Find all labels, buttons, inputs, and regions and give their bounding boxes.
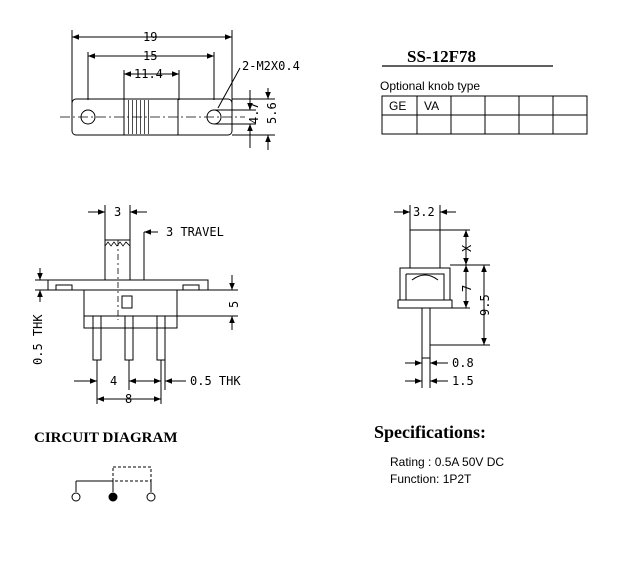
- knob-cell-1: GE: [389, 99, 406, 113]
- dim-travel: 3 TRAVEL: [166, 225, 224, 239]
- terminal-common: [108, 492, 118, 502]
- dim-body-height: 5: [227, 301, 241, 308]
- dim-0-8: 0.8: [452, 356, 474, 370]
- dim-pin-thickness: 0.5 THK: [190, 374, 241, 388]
- terminal-2: [146, 492, 156, 502]
- dim-side-knob-width: 3.2: [413, 205, 435, 219]
- part-number: SS-12F78: [407, 47, 476, 66]
- knob-table-caption: Optional knob type: [380, 79, 480, 93]
- dim-x: X: [460, 244, 474, 252]
- dim-knob-width: 3: [114, 205, 121, 219]
- specifications-heading: Specifications:: [374, 422, 486, 442]
- dim-overall-width: 19: [143, 30, 157, 44]
- front-view: [35, 205, 238, 404]
- dim-7: 7: [460, 285, 474, 292]
- spec-rating: Rating : 0.5A 50V DC: [390, 455, 504, 469]
- knob-cell-2: VA: [424, 99, 439, 113]
- dim-1-5: 1.5: [452, 374, 474, 388]
- dim-pin-pitch: 4: [110, 374, 117, 388]
- dim-flange-thickness: 0.5 THK: [31, 314, 45, 365]
- dim-9-5: 9.5: [478, 294, 492, 316]
- side-view: [394, 205, 490, 388]
- dim-screw-spec: 2-M2X0.4: [242, 59, 300, 73]
- dim-height-4-7: 4.7: [247, 102, 261, 124]
- knob-table: [381, 95, 588, 135]
- top-view: [60, 30, 275, 150]
- dim-hole-spacing: 15: [143, 49, 157, 63]
- dim-pin-span: 8: [125, 392, 132, 406]
- terminal-1: [71, 492, 81, 502]
- circuit-diagram: [71, 466, 156, 502]
- dim-height-5-6: 5.6: [265, 102, 279, 124]
- spec-function: Function: 1P2T: [390, 472, 472, 486]
- circuit-diagram-title: CIRCUIT DIAGRAM: [34, 430, 177, 446]
- dim-slot-length: 11.4: [134, 67, 163, 81]
